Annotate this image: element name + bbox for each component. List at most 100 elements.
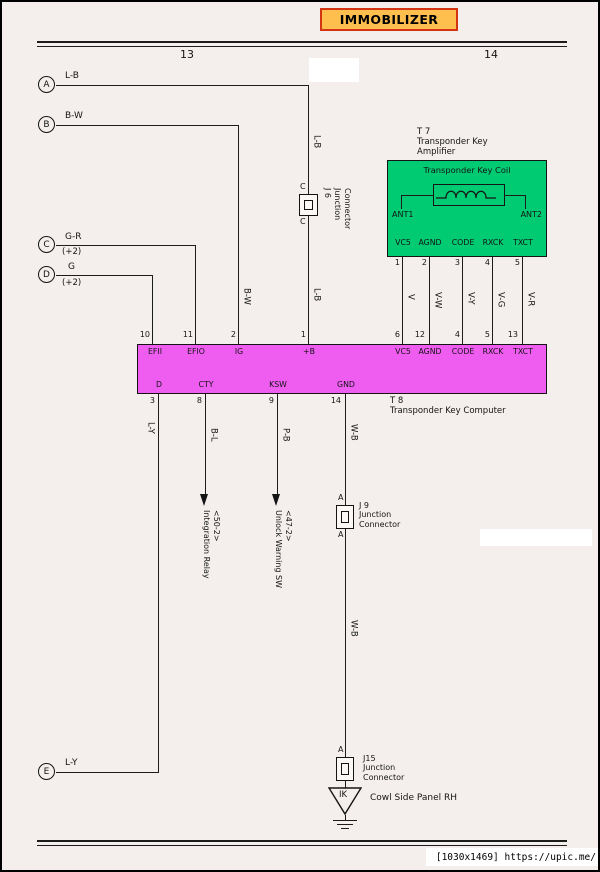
coil-lead-left-v [401,195,403,209]
watermark: [1030x1469] https://upic.me/ [426,848,598,866]
coil-icon [436,190,496,199]
amp-terminal-vc5: VC5 [395,238,411,247]
wire-lb-v2 [308,216,310,344]
comp-pin-4: 4 [454,330,460,339]
comp-pin-6: 6 [394,330,400,339]
top-bus-line-2 [37,46,567,48]
amp-terminal-code: CODE [451,238,475,247]
destination-name: Unlock Warning SW [274,510,283,589]
amplifier-name-1: Transponder Key [417,137,488,147]
transponder-key-computer-box: EFII EFIO IG +B VC5 AGND CODE RXCK TXCT … [137,344,547,394]
junction-j6-name-2: Connector [343,188,352,230]
wire-label-bl: B-L [208,428,219,442]
destination-name: Integration Relay [202,510,211,579]
wire-label-lb-lower: L-B [311,288,322,302]
junction-j15-id: J15 [363,754,376,763]
wire-label-vg: V-G [495,292,506,308]
wire-vw-v [429,257,431,344]
amp-pin-5: 5 [514,258,520,267]
junction-j9-name-2: Connector [359,519,401,529]
junction-j6-name-1: Junction [333,188,342,221]
junction-j15-pin-top: A [338,745,344,754]
diagram-title: IMMOBILIZER [320,8,458,31]
comp-terminal-txct: TXCT [513,347,533,356]
junction-j6-id: J 6 [323,188,332,198]
comp-terminal-agnd: AGND [418,347,442,356]
comp-terminal-efii: EFII [147,347,163,356]
transponder-key-amplifier-box: Transponder Key Coil ANT1 ANT2 VC5 AGND … [387,160,547,257]
top-bus-line [37,41,567,43]
wire-label-bw: B-W [241,288,252,305]
amp-pin-1: 1 [394,258,400,267]
comp-pin-13: 13 [507,330,518,339]
wire-label-vr: V-R [525,292,536,307]
amp-pin-2: 2 [421,258,427,267]
junction-j15-box [336,757,354,781]
wire-e-h [56,772,159,774]
wire-label-v: V [405,294,416,300]
comp-pin-2: 2 [230,330,236,339]
junction-j9-name-1: Junction [359,510,392,520]
wire-label-gr-c: G-R [65,232,82,242]
junction-j15-terminal [341,763,349,775]
connector-a: A [38,76,55,93]
wire-label-lb-upper: L-B [311,135,322,149]
grid-number-left: 13 [180,48,194,61]
junction-j9-id: J 9 [359,501,369,510]
wire-bw-v [238,125,240,344]
wire-vr-v [522,257,524,344]
comp-terminal-b: +B [303,347,315,356]
scan-whiteout [480,529,592,546]
wire-label-vy: V-Y [465,292,476,305]
junction-j15-label: J15 Junction Connector [363,754,404,782]
connector-b: B [38,116,55,133]
wire-label-wb-lower: W-B [348,620,359,637]
coil-lead-right-h [505,195,525,197]
wire-bl-v [205,394,207,494]
wire-gr-v [195,245,197,344]
comp-terminal-cty: CTY [198,380,214,390]
comp-terminal-vc5: VC5 [395,347,411,356]
ant1-label: ANT1 [392,210,414,219]
junction-j6-label: J 6 Junction Connector [322,188,352,229]
destination-ref: <50-2> [212,510,221,542]
destination-ref: <47-2> [284,510,293,542]
scan-whiteout [309,58,359,82]
connector-e: E [38,763,55,780]
wire-vy-v [462,257,464,344]
computer-ref: T 8 [390,396,404,406]
wire-label-g-d: G [68,262,75,272]
wire-v-v [402,257,404,344]
wire-vg-v [492,257,494,344]
comp-pin-1: 1 [300,330,306,339]
junction-j9-label: J 9 Junction Connector [359,501,400,529]
comp-pin-8: 8 [196,396,202,405]
ground-code: IK [339,790,348,800]
junction-j9-pin-bottom: A [338,530,344,539]
amplifier-ref: T 7 [417,127,431,137]
wire-label-vw: V-W [432,292,443,309]
destination-unlock-warning-sw: Unlock Warning SW <47-2> [273,510,293,588]
wire-b-h [56,125,238,127]
wire-label-ly: L-Y [145,422,156,434]
ground-bar-3 [341,828,349,830]
comp-pin-5: 5 [484,330,490,339]
wire-lb-v1 [308,85,310,194]
comp-pin-14: 14 [330,396,341,405]
ant2-label: ANT2 [520,210,542,219]
junction-j6-pin-top: C [300,182,306,191]
comp-pin-12: 12 [414,330,425,339]
wire-label-bw-b: B-W [65,111,83,121]
connector-e-letter: E [43,766,50,777]
grid-number-right: 14 [484,48,498,61]
comp-terminal-d: D [155,380,163,390]
comp-pin-10: 10 [139,330,150,339]
amp-pin-4: 4 [484,258,490,267]
coil-lead-right-v [525,195,527,209]
junction-j6-terminal [304,200,313,210]
arrow-to-integration-relay [200,494,208,506]
arrow-to-unlock-warning-sw [272,494,280,506]
wire-g-v [152,275,154,344]
wire-ly-v [158,394,160,772]
